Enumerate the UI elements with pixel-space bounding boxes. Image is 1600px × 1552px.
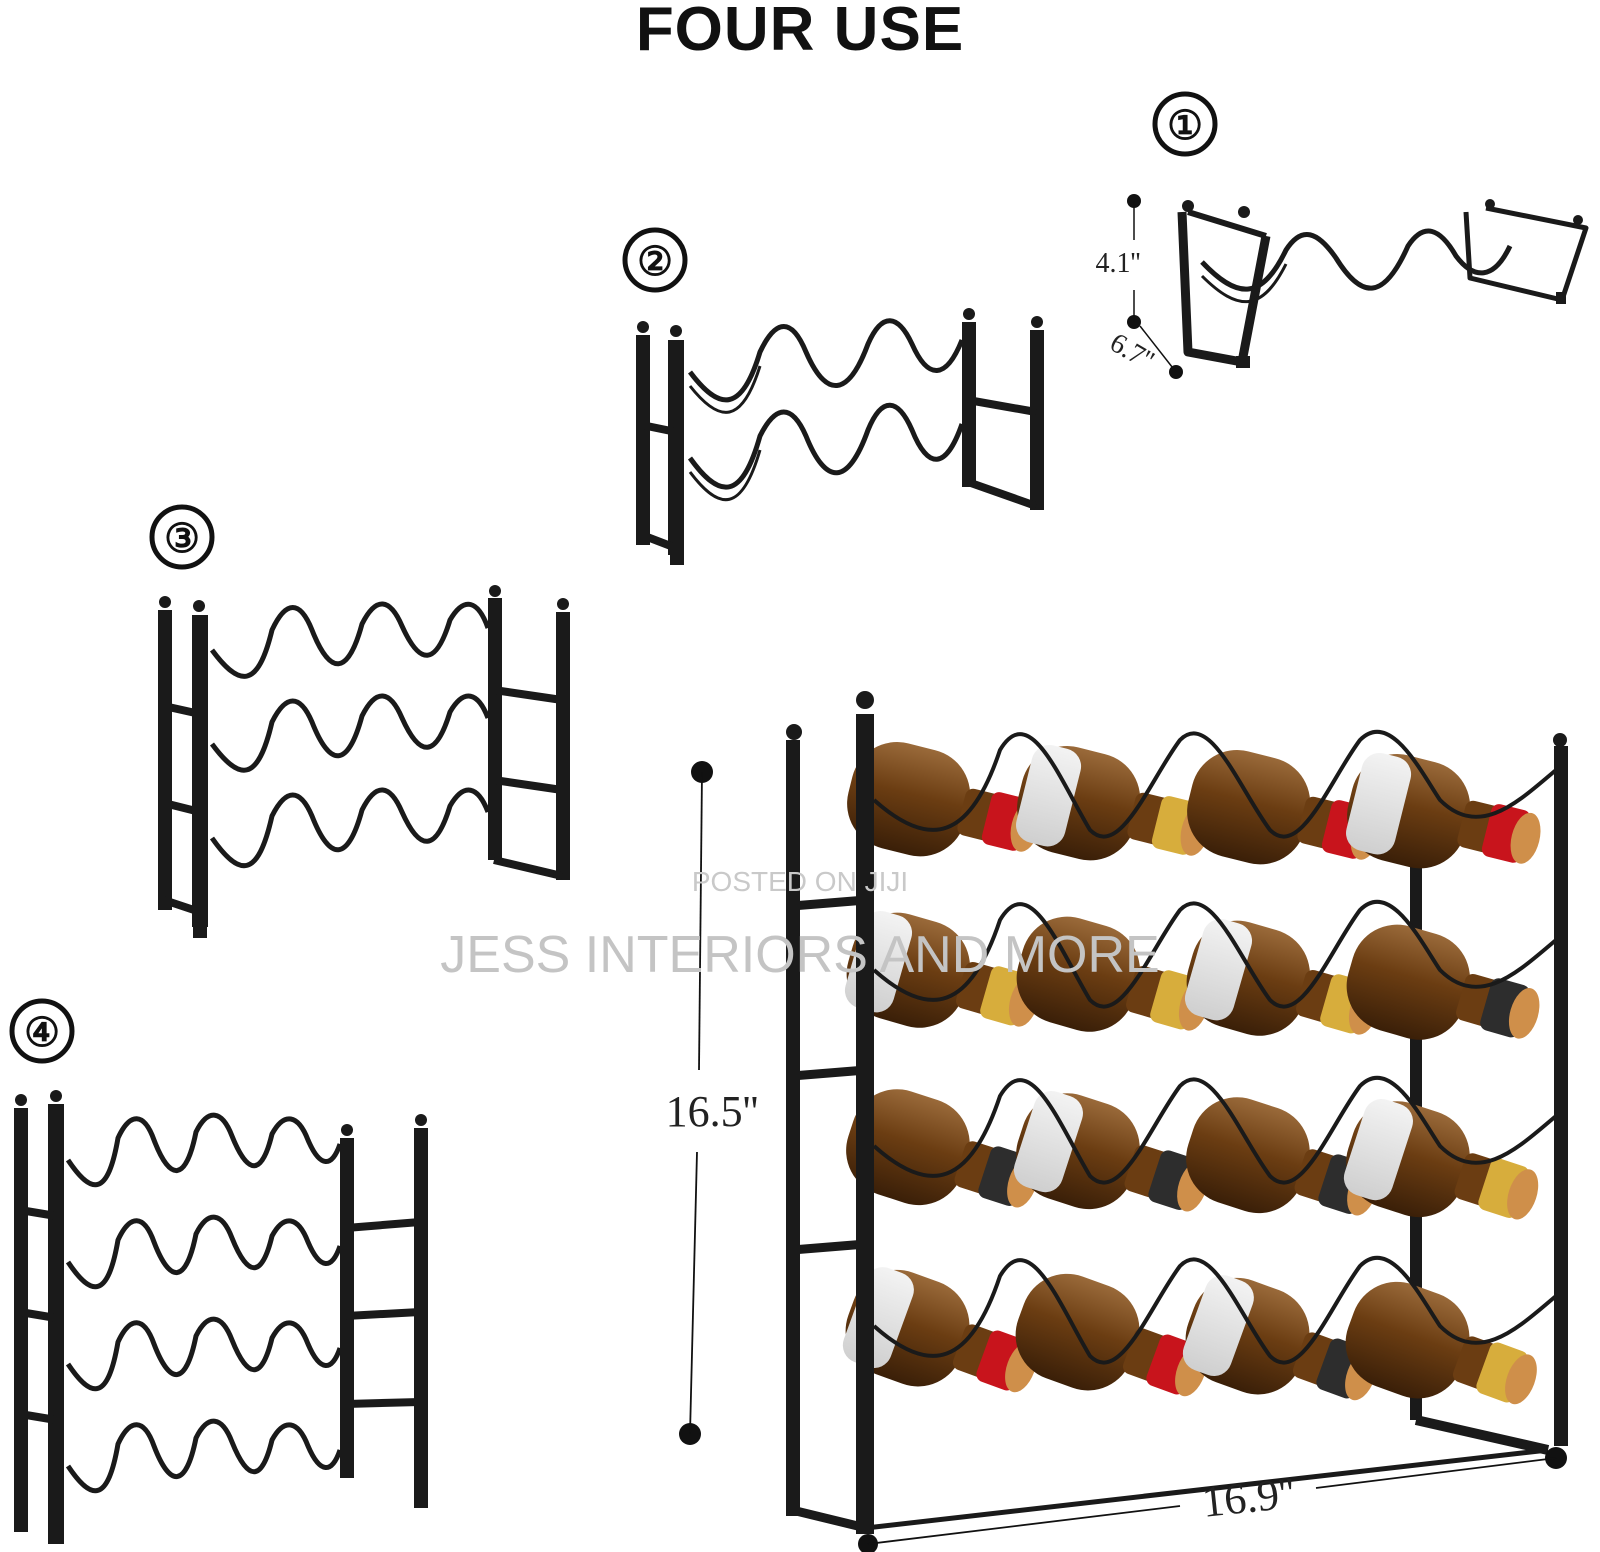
dimension-height-large-label: 16.5'' [666, 1087, 759, 1136]
wave-wire [872, 900, 1558, 1009]
rack-four-tier [14, 1090, 428, 1544]
dimension-height-label: 4.1'' [1095, 248, 1140, 279]
config-number: ④ [24, 1011, 60, 1055]
watermark-posted: POSTED ON JIJI [692, 866, 908, 897]
dimension-height: 4.1'' [1095, 194, 1141, 329]
dimension-width-large-label: 16.9'' [1200, 1468, 1297, 1526]
config-number-badge [1152, 91, 1218, 157]
config-number: ① [1167, 104, 1203, 148]
wave-wire [872, 1076, 1558, 1185]
config-4: ④ [9, 998, 428, 1544]
config-number-badge [622, 227, 688, 293]
wave-wire [872, 1256, 1558, 1365]
rack-three-tier [158, 585, 570, 938]
config-number-badge [149, 504, 215, 570]
config-2: ② [622, 227, 1044, 565]
config-number: ② [637, 240, 673, 284]
config-number: ③ [164, 517, 200, 561]
wine-bottle [1346, 752, 1541, 869]
bottle-group [842, 730, 1558, 1405]
dimension-height-large: 16.5'' [666, 761, 759, 1445]
watermark-seller: JESS INTERIORS AND MORE [440, 926, 1159, 984]
dimension-width-large: 16.9'' [858, 1447, 1567, 1552]
wine-bottle [1343, 1098, 1539, 1220]
rack-with-bottles [786, 691, 1568, 1534]
config-1: ① 4.1'' 6.7'' [1095, 91, 1589, 379]
config-number-badge [9, 998, 75, 1064]
wine-bottle [1016, 744, 1211, 861]
wine-bottle [1345, 1281, 1537, 1405]
dimension-depth-label: 6.7'' [1105, 327, 1160, 376]
rack-one-tier [1177, 199, 1589, 368]
config-3: ③ [149, 504, 570, 938]
wave-wire [872, 730, 1558, 839]
wine-bottle [1346, 924, 1540, 1040]
page-title: FOUR USE [635, 0, 965, 64]
dimension-depth: 6.7'' [1105, 325, 1183, 379]
rack-two-tier [636, 308, 1044, 565]
